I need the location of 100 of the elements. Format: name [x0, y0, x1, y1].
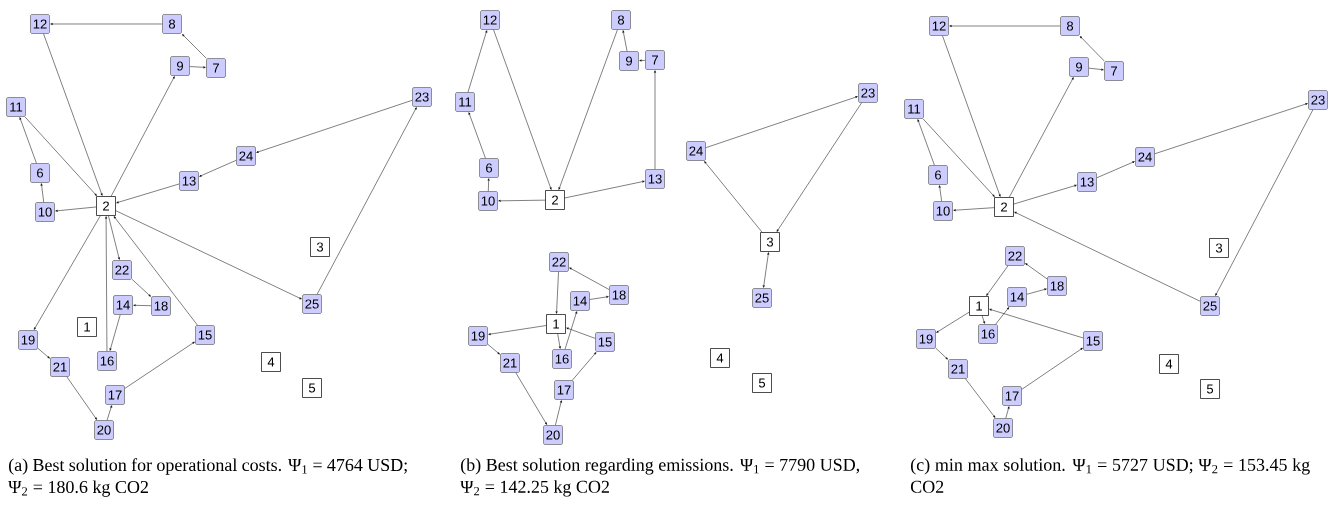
- customer-box: 23: [858, 83, 878, 103]
- customer-box: 13: [1077, 172, 1097, 192]
- arrow: [19, 117, 37, 164]
- customer-box: 14: [1007, 287, 1027, 307]
- arrow: [995, 307, 1010, 325]
- arrow: [1025, 263, 1048, 280]
- depot-box: 1: [969, 296, 989, 316]
- customer-box: 7: [1104, 61, 1124, 81]
- arrow: [493, 29, 552, 190]
- customer-box: 23: [412, 87, 432, 107]
- customer-box: 25: [752, 288, 772, 308]
- arrow: [1005, 406, 1010, 419]
- customer-box: 9: [1069, 57, 1089, 77]
- customer-box: 17: [554, 380, 574, 400]
- arrow: [705, 96, 858, 148]
- arrow: [124, 341, 195, 389]
- arrow: [116, 183, 180, 204]
- arrow: [1079, 36, 1105, 62]
- arrow: [558, 29, 618, 190]
- customer-box: 8: [162, 14, 182, 34]
- depot-box: 5: [1200, 379, 1220, 399]
- arrow: [182, 34, 207, 59]
- arrow: [1154, 103, 1308, 154]
- customer-box: 20: [94, 420, 114, 440]
- depot-box: 2: [545, 190, 565, 210]
- customer-box: 7: [206, 58, 226, 78]
- depot-box: 2: [96, 196, 116, 216]
- customer-box: 16: [552, 349, 572, 369]
- arrow: [108, 215, 120, 260]
- arrow: [317, 107, 417, 295]
- customer-box: 14: [570, 291, 590, 311]
- customer-box: 21: [500, 353, 520, 373]
- arrow: [965, 378, 996, 418]
- arrow: [704, 161, 763, 233]
- depot-box: 3: [310, 237, 330, 257]
- arrow: [498, 199, 546, 202]
- arrow: [105, 216, 108, 352]
- caption: (b) Best solution regarding emissions. Ψ$_{1}$ = 7790 USD, Ψ$_{2}$ = 142.25 kg CO2: [460, 458, 860, 497]
- depot-box: 3: [1209, 238, 1229, 258]
- customer-box: 12: [30, 14, 50, 34]
- customer-box: 22: [1005, 246, 1025, 266]
- caption: (a) Best solution for operational costs. Ψ$_{1}$ = 4764 USD; Ψ$_{2}$ = 180.6 kg CO2: [8, 458, 407, 497]
- arrow: [113, 216, 198, 326]
- customer-box: 15: [195, 325, 215, 345]
- arrow: [1088, 67, 1104, 71]
- arrow: [935, 348, 948, 360]
- arrow: [589, 296, 609, 300]
- arrow: [487, 344, 500, 355]
- arrow: [40, 183, 44, 203]
- depot-box: 5: [752, 373, 772, 393]
- arrow: [467, 30, 488, 93]
- arrow: [109, 314, 121, 351]
- customer-box: 19: [916, 329, 936, 349]
- arrow: [776, 102, 862, 232]
- arrow: [55, 206, 97, 212]
- customer-box: 6: [30, 163, 50, 183]
- customer-box: 18: [1047, 276, 1067, 296]
- customer-box: 8: [1060, 16, 1080, 36]
- arrow: [564, 311, 578, 350]
- customer-box: 15: [595, 332, 615, 352]
- arrow: [37, 348, 50, 359]
- customer-box: 21: [50, 357, 70, 377]
- arrow: [106, 405, 112, 421]
- arrow: [66, 376, 97, 420]
- customer-box: 24: [236, 146, 256, 166]
- customer-box: 23: [1308, 90, 1328, 110]
- customer-box: 11: [455, 92, 475, 112]
- arrow: [131, 278, 151, 297]
- arrow: [1096, 161, 1135, 178]
- arrow: [256, 100, 413, 153]
- customer-box: 24: [1135, 147, 1155, 167]
- arrow: [639, 59, 646, 62]
- arrow: [654, 70, 656, 170]
- arrow: [555, 271, 559, 314]
- caption: (c) min max solution. Ψ$_{1}$ = 5727 USD; Ψ$_{2}$ = 153.45 kg CO2: [910, 458, 1310, 493]
- arrow: [762, 252, 770, 288]
- depot-box: 1: [546, 314, 566, 334]
- depot-box: 5: [302, 378, 322, 398]
- arrow: [989, 308, 1084, 339]
- customer-box: 22: [549, 252, 569, 272]
- customer-box: 12: [480, 10, 500, 30]
- customer-box: 22: [112, 260, 132, 280]
- customer-box: 12: [929, 16, 949, 36]
- arrow: [922, 118, 995, 197]
- arrow: [949, 25, 1061, 27]
- arrow: [43, 33, 103, 196]
- customer-box: 24: [686, 141, 706, 161]
- customer-box: 25: [302, 294, 322, 314]
- customer-box: 14: [113, 295, 133, 315]
- arrow: [1013, 184, 1077, 205]
- arrow: [564, 180, 645, 199]
- customer-box: 16: [97, 351, 117, 371]
- arrow: [566, 327, 596, 339]
- arrow: [199, 160, 237, 177]
- customer-box: 19: [468, 326, 488, 346]
- depot-box: 2: [994, 197, 1014, 217]
- customer-box: 18: [609, 285, 629, 305]
- arrow: [953, 207, 995, 212]
- arrow: [1215, 109, 1314, 296]
- arrow: [917, 119, 935, 166]
